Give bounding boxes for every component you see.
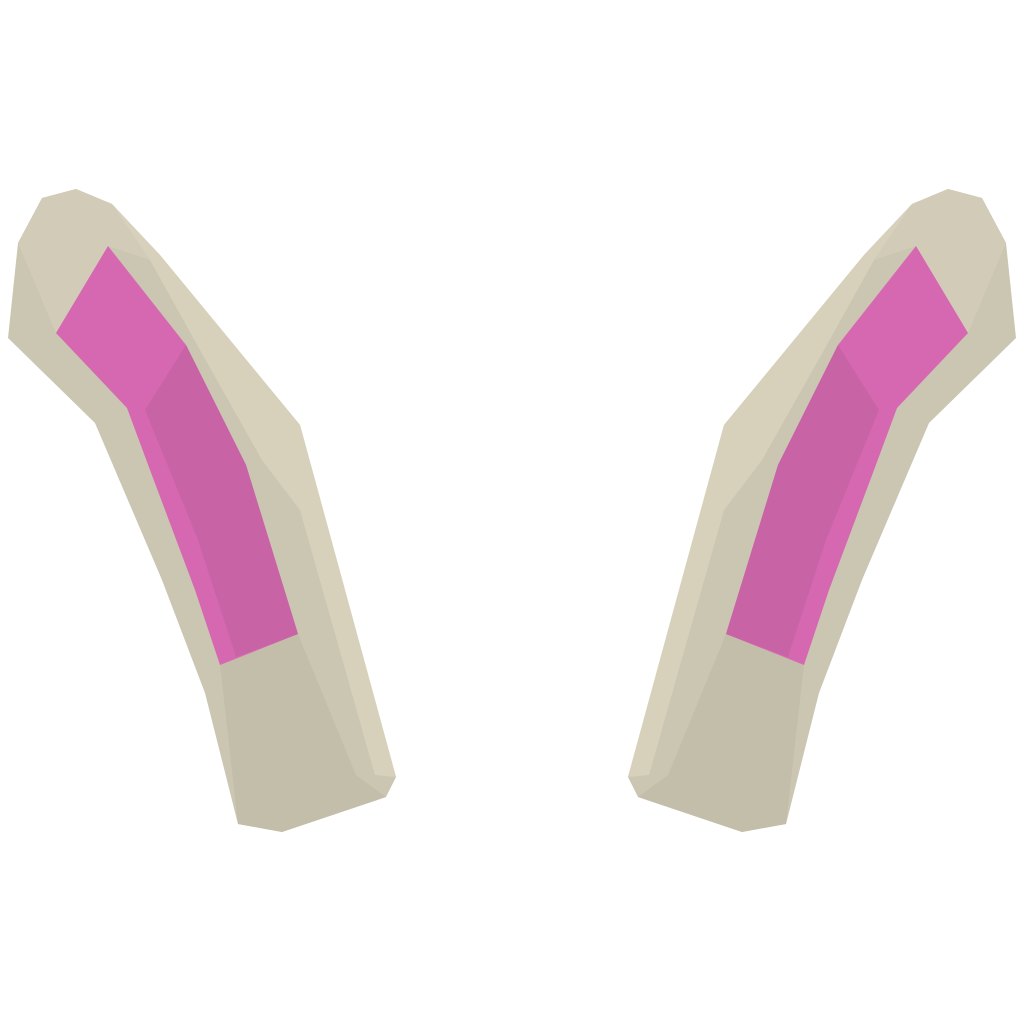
right-ear — [628, 189, 1016, 832]
left-ear-rim-mid — [18, 189, 150, 333]
left-ear-cuff — [220, 634, 386, 832]
right-ear-rim-light — [628, 204, 912, 777]
right-ear-rim-mid — [874, 189, 1006, 333]
left-ear-rim-light — [112, 204, 396, 777]
left-ear-inner-shadow — [145, 345, 298, 657]
left-ear — [8, 189, 396, 832]
right-ear-cuff — [638, 634, 804, 832]
right-ear-inner-shadow — [726, 345, 879, 657]
